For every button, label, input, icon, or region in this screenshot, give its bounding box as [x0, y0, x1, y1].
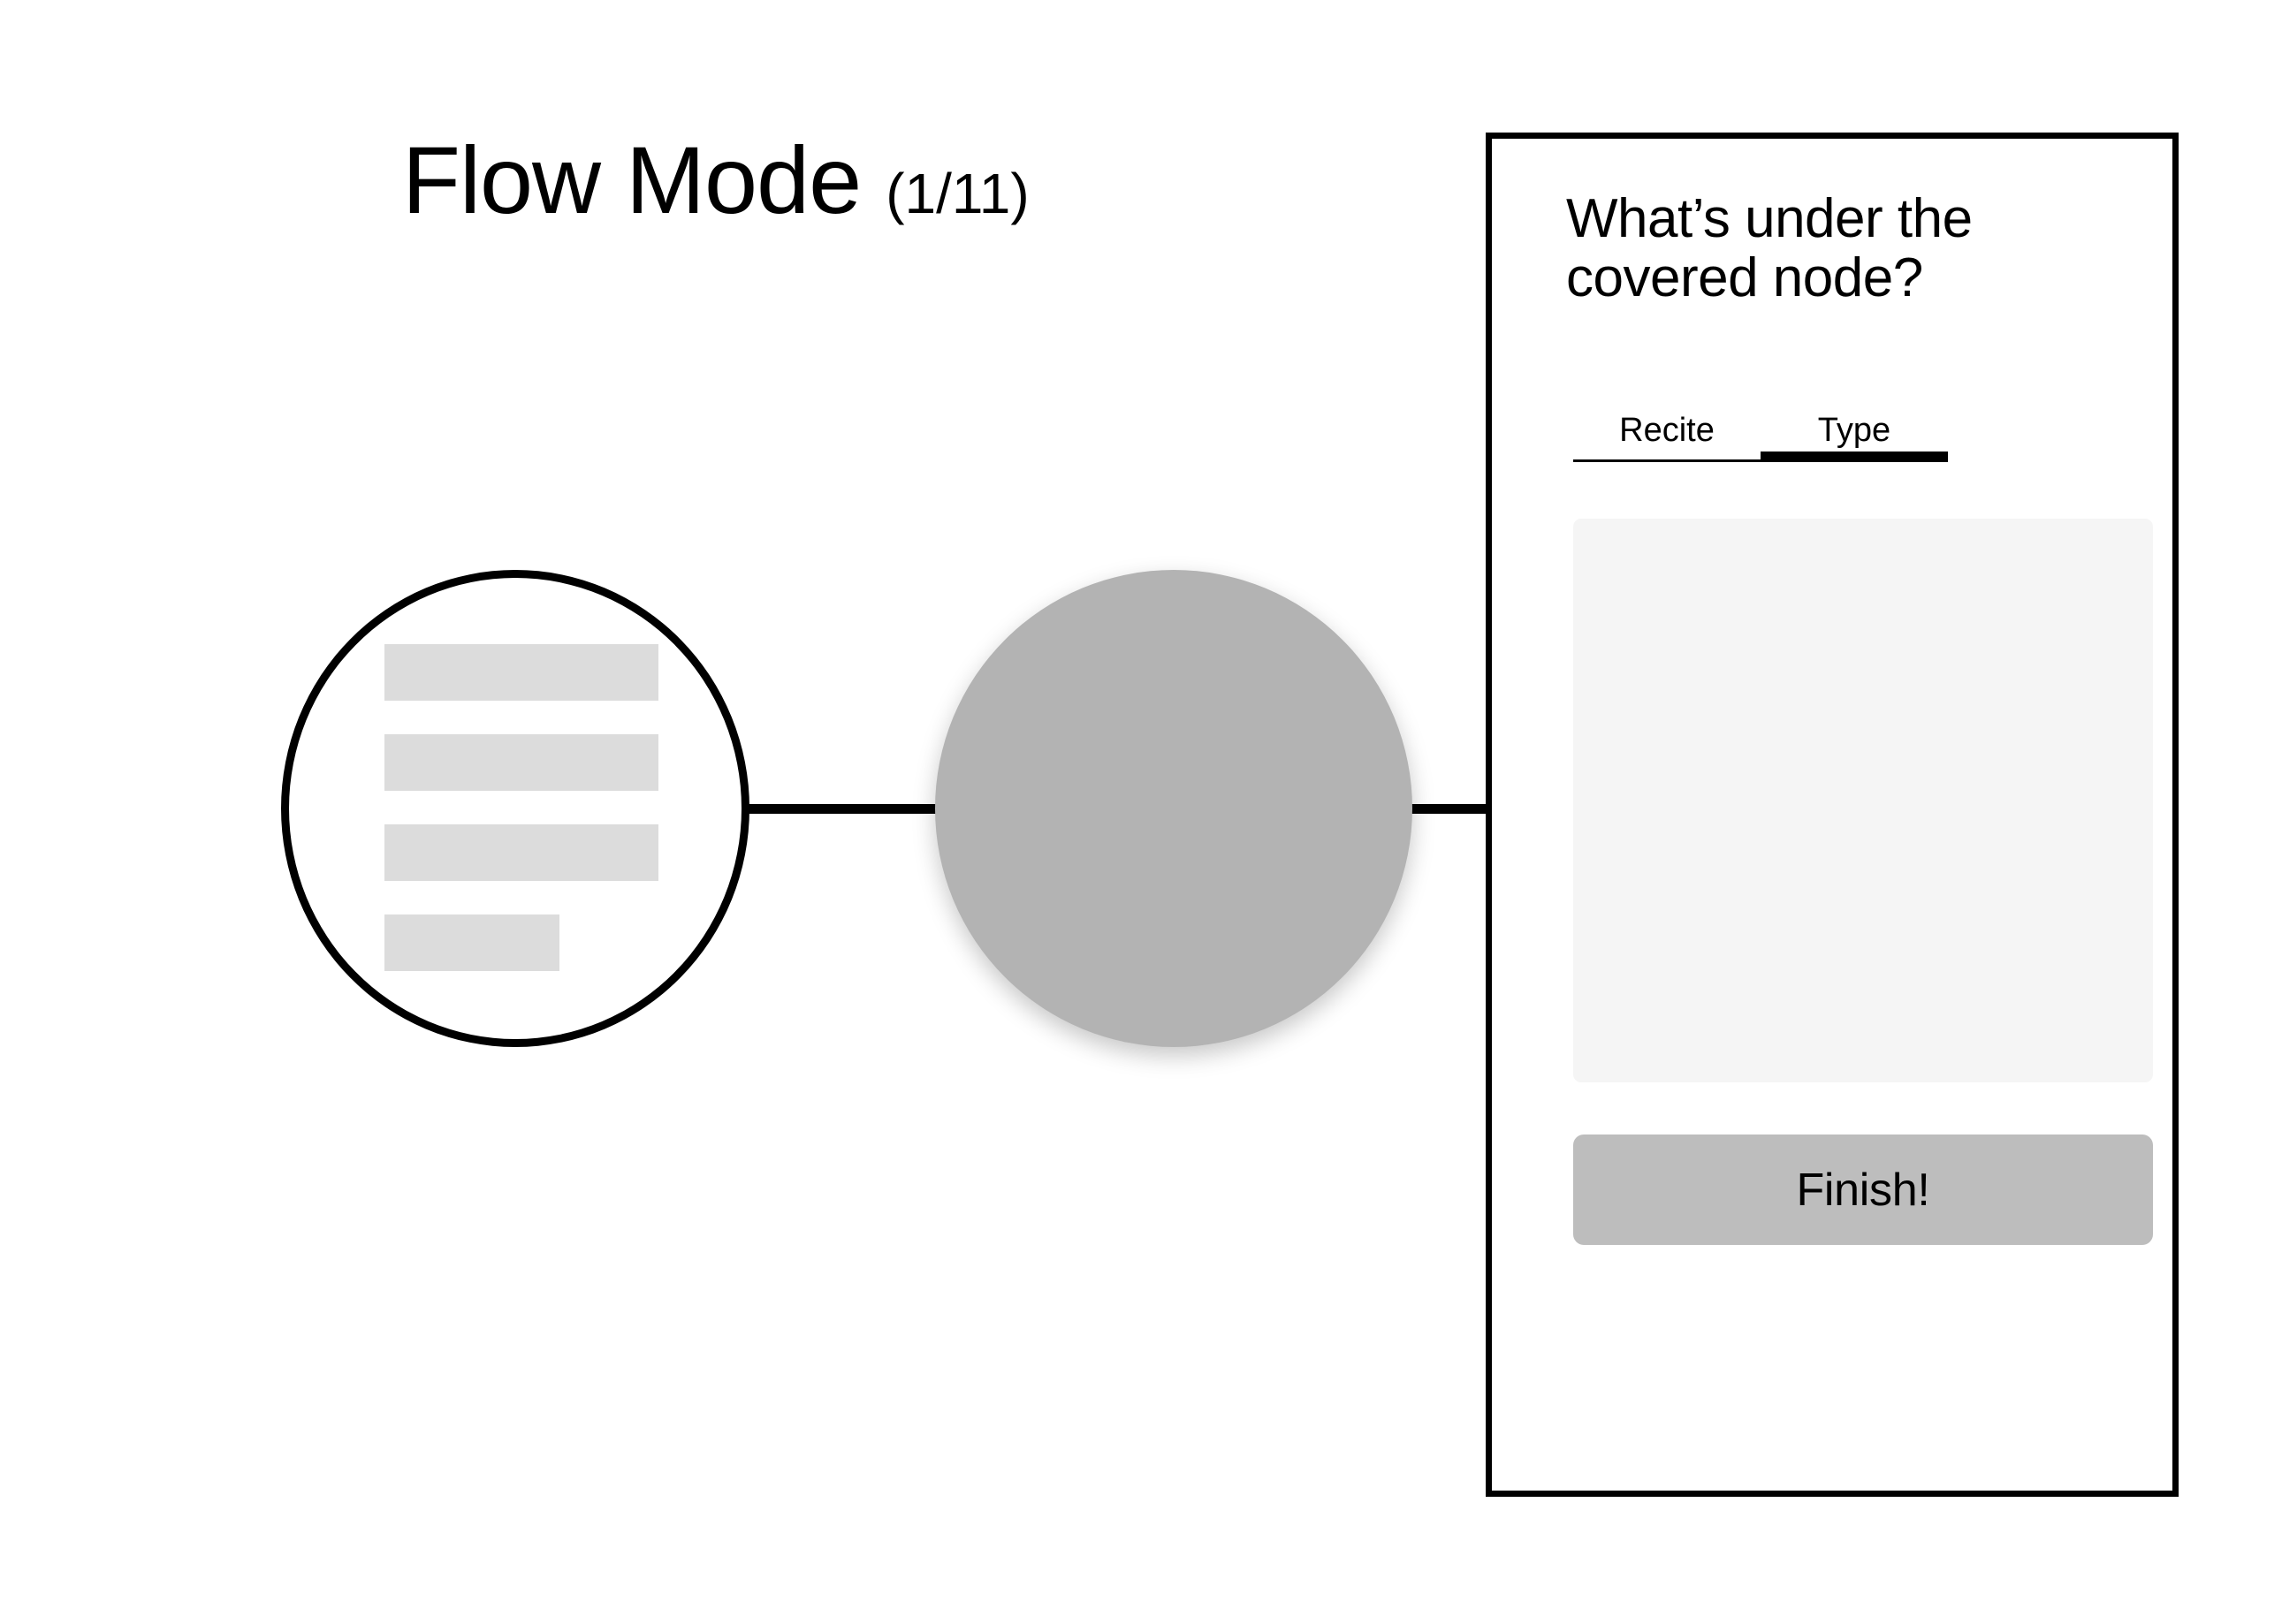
review-panel: What’s under the covered node? Recite Ty… — [1486, 133, 2179, 1497]
review-panel-content: What’s under the covered node? Recite Ty… — [1566, 139, 2153, 1491]
answer-mode-tabs: Recite Type — [1573, 413, 1948, 462]
covered-node[interactable] — [935, 570, 1412, 1047]
source-note-node[interactable] — [281, 570, 749, 1047]
note-placeholder-lines — [384, 644, 658, 971]
panel-question-text: What’s under the covered node? — [1566, 188, 1973, 308]
answer-input[interactable] — [1573, 519, 2153, 1082]
note-placeholder-line — [384, 734, 658, 791]
edge-covered-to-panel — [1405, 804, 1490, 814]
tab-type[interactable]: Type — [1761, 413, 1948, 462]
edge-source-to-covered — [748, 804, 940, 814]
finish-button[interactable]: Finish! — [1573, 1135, 2153, 1245]
note-placeholder-line — [384, 644, 658, 701]
page-title: Flow Mode (1/11) — [402, 133, 1030, 228]
tab-recite[interactable]: Recite — [1573, 413, 1761, 462]
graph-canvas — [281, 570, 1490, 1047]
note-placeholder-line — [384, 914, 560, 971]
progress-counter: (1/11) — [886, 162, 1030, 225]
note-placeholder-line — [384, 824, 658, 881]
page-title-text: Flow Mode — [402, 126, 862, 233]
